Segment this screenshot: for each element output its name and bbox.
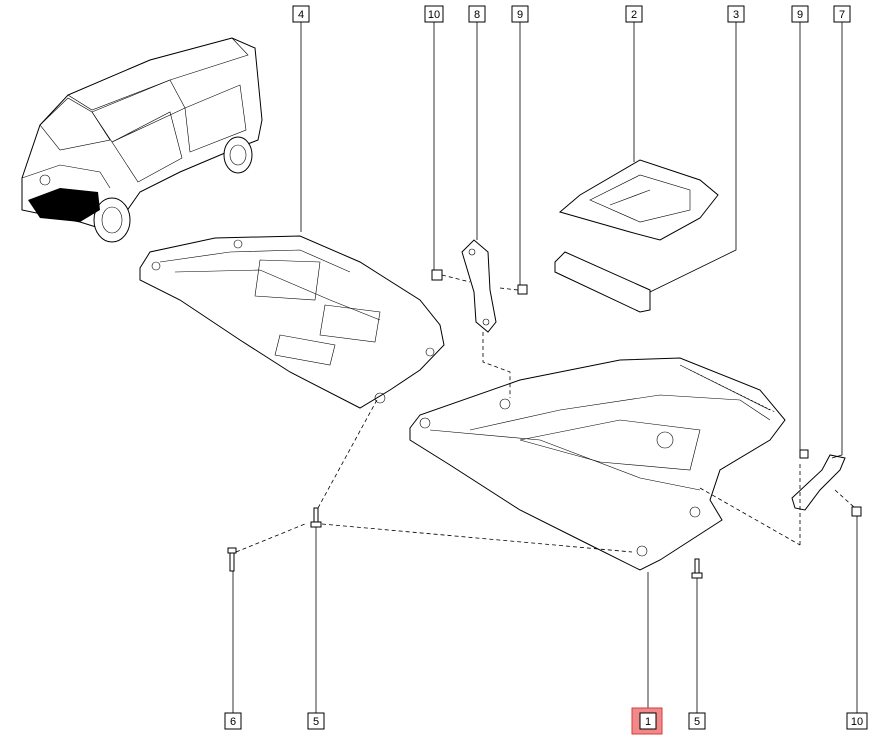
- callout-5-left[interactable]: 5: [307, 712, 325, 730]
- callout-6[interactable]: 6: [224, 712, 242, 730]
- deflector-part-3: [554, 251, 651, 313]
- callout-label: 4: [298, 9, 304, 21]
- callout-1-highlighted[interactable]: 1: [631, 707, 663, 735]
- bracket-part-8: [461, 239, 497, 333]
- leader-lines: [232, 22, 858, 713]
- callout-10-top[interactable]: 10: [424, 5, 444, 23]
- callout-4[interactable]: 4: [292, 5, 310, 23]
- fasteners: [227, 269, 862, 579]
- callout-label: 9: [797, 9, 803, 21]
- callout-label: 5: [313, 716, 319, 728]
- skid-plate-part-4: [139, 235, 445, 409]
- callout-label: 8: [474, 9, 480, 21]
- callout-2[interactable]: 2: [625, 5, 643, 23]
- assembly-lines: [235, 274, 856, 553]
- callout-label: 9: [517, 9, 523, 21]
- callout-label: 3: [733, 9, 739, 21]
- callout-label: 10: [428, 9, 440, 21]
- bracket-part-7: [791, 454, 846, 511]
- callout-label: 7: [839, 9, 845, 21]
- callout-label: 2: [631, 9, 637, 21]
- callout-9-top-b[interactable]: 9: [791, 5, 809, 23]
- callout-label: 10: [851, 716, 863, 728]
- callout-10-bottom[interactable]: 10: [846, 712, 868, 730]
- callout-label: 1: [645, 716, 651, 728]
- callout-3[interactable]: 3: [727, 5, 745, 23]
- skid-plate-part-1: [409, 357, 786, 571]
- vehicle-illustration: [21, 37, 263, 243]
- callout-9-top-a[interactable]: 9: [511, 5, 529, 23]
- callout-label: 6: [230, 716, 236, 728]
- callout-label: 5: [694, 716, 700, 728]
- callout-8[interactable]: 8: [468, 5, 486, 23]
- cover-part-2: [558, 159, 719, 241]
- callout-5-right[interactable]: 5: [688, 712, 706, 730]
- callout-7[interactable]: 7: [833, 5, 851, 23]
